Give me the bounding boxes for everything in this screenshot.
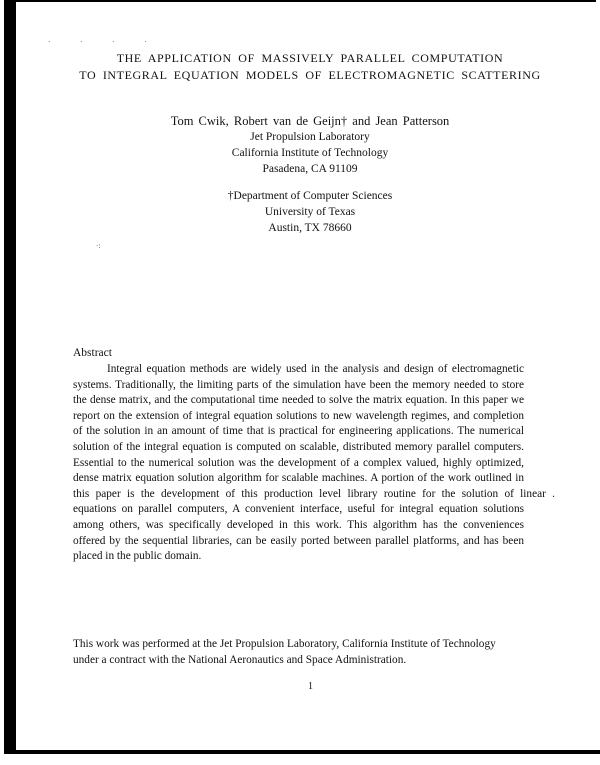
title-line: TO INTEGRAL EQUATION MODELS OF ELECTROMA…: [79, 68, 541, 82]
acknowledgement: This work was performed at the Jet Propu…: [73, 636, 496, 668]
abstract-line: of the solution in an amount of time tha…: [73, 425, 524, 438]
scan-noise: ·:: [96, 242, 101, 250]
abstract-line: placed in the public domain.: [73, 550, 202, 563]
page-number: 1: [308, 681, 313, 692]
abstract-line: this paper is the development of this pr…: [73, 487, 555, 500]
affiliation-line: California Institute of Technology: [231, 147, 389, 160]
abstract-line: equations on parallel computers, A conve…: [73, 503, 524, 516]
paper-title: THE APPLICATION OF MASSIVELY PARALLEL CO…: [20, 50, 600, 84]
affiliation-jpl: Jet Propulsion Laboratory California Ins…: [20, 129, 600, 178]
abstract-line: systems. Traditionally, the limiting par…: [73, 378, 524, 391]
title-line: THE APPLICATION OF MASSIVELY PARALLEL CO…: [116, 51, 504, 65]
scan-border-top: [4, 0, 596, 2]
affiliation-line: Austin, TX 78660: [268, 222, 352, 235]
scan-border-bottom: [4, 750, 600, 754]
abstract-line: Essential to the numerical solution was …: [73, 456, 524, 469]
affiliation-ut: †Department of Computer Sciences Univers…: [20, 188, 600, 237]
abstract-body: Integral equation methods are widely use…: [73, 362, 555, 565]
abstract-line: report on the extension of integral equa…: [73, 409, 524, 422]
affiliation-line: Jet Propulsion Laboratory: [250, 131, 370, 143]
authors: Tom Cwik, Robert van de Geijn† and Jean …: [170, 114, 450, 128]
affiliation-line: Pasadena, CA 91109: [262, 163, 358, 176]
acknowledgement-line: under a contract with the National Aeron…: [73, 654, 407, 666]
abstract-line: offered by the sequential libraries, can…: [73, 534, 524, 547]
abstract-line: dense matrix equation solution algorithm…: [73, 472, 524, 485]
abstract-line: the dense matrix, and the computational …: [73, 394, 524, 407]
abstract-heading: Abstract: [73, 347, 112, 359]
affiliation-line: †Department of Computer Sciences: [227, 190, 393, 202]
acknowledgement-line: This work was performed at the Jet Propu…: [73, 638, 496, 650]
abstract-line: Integral equation methods are widely use…: [107, 363, 524, 375]
abstract-line: solution of the integral equation is com…: [73, 440, 524, 453]
abstract-line: among others, was specifically developed…: [73, 518, 524, 531]
scan-noise: · · · ·: [48, 38, 161, 46]
affiliation-line: University of Texas: [264, 206, 356, 219]
scan-border-left: [4, 0, 16, 754]
